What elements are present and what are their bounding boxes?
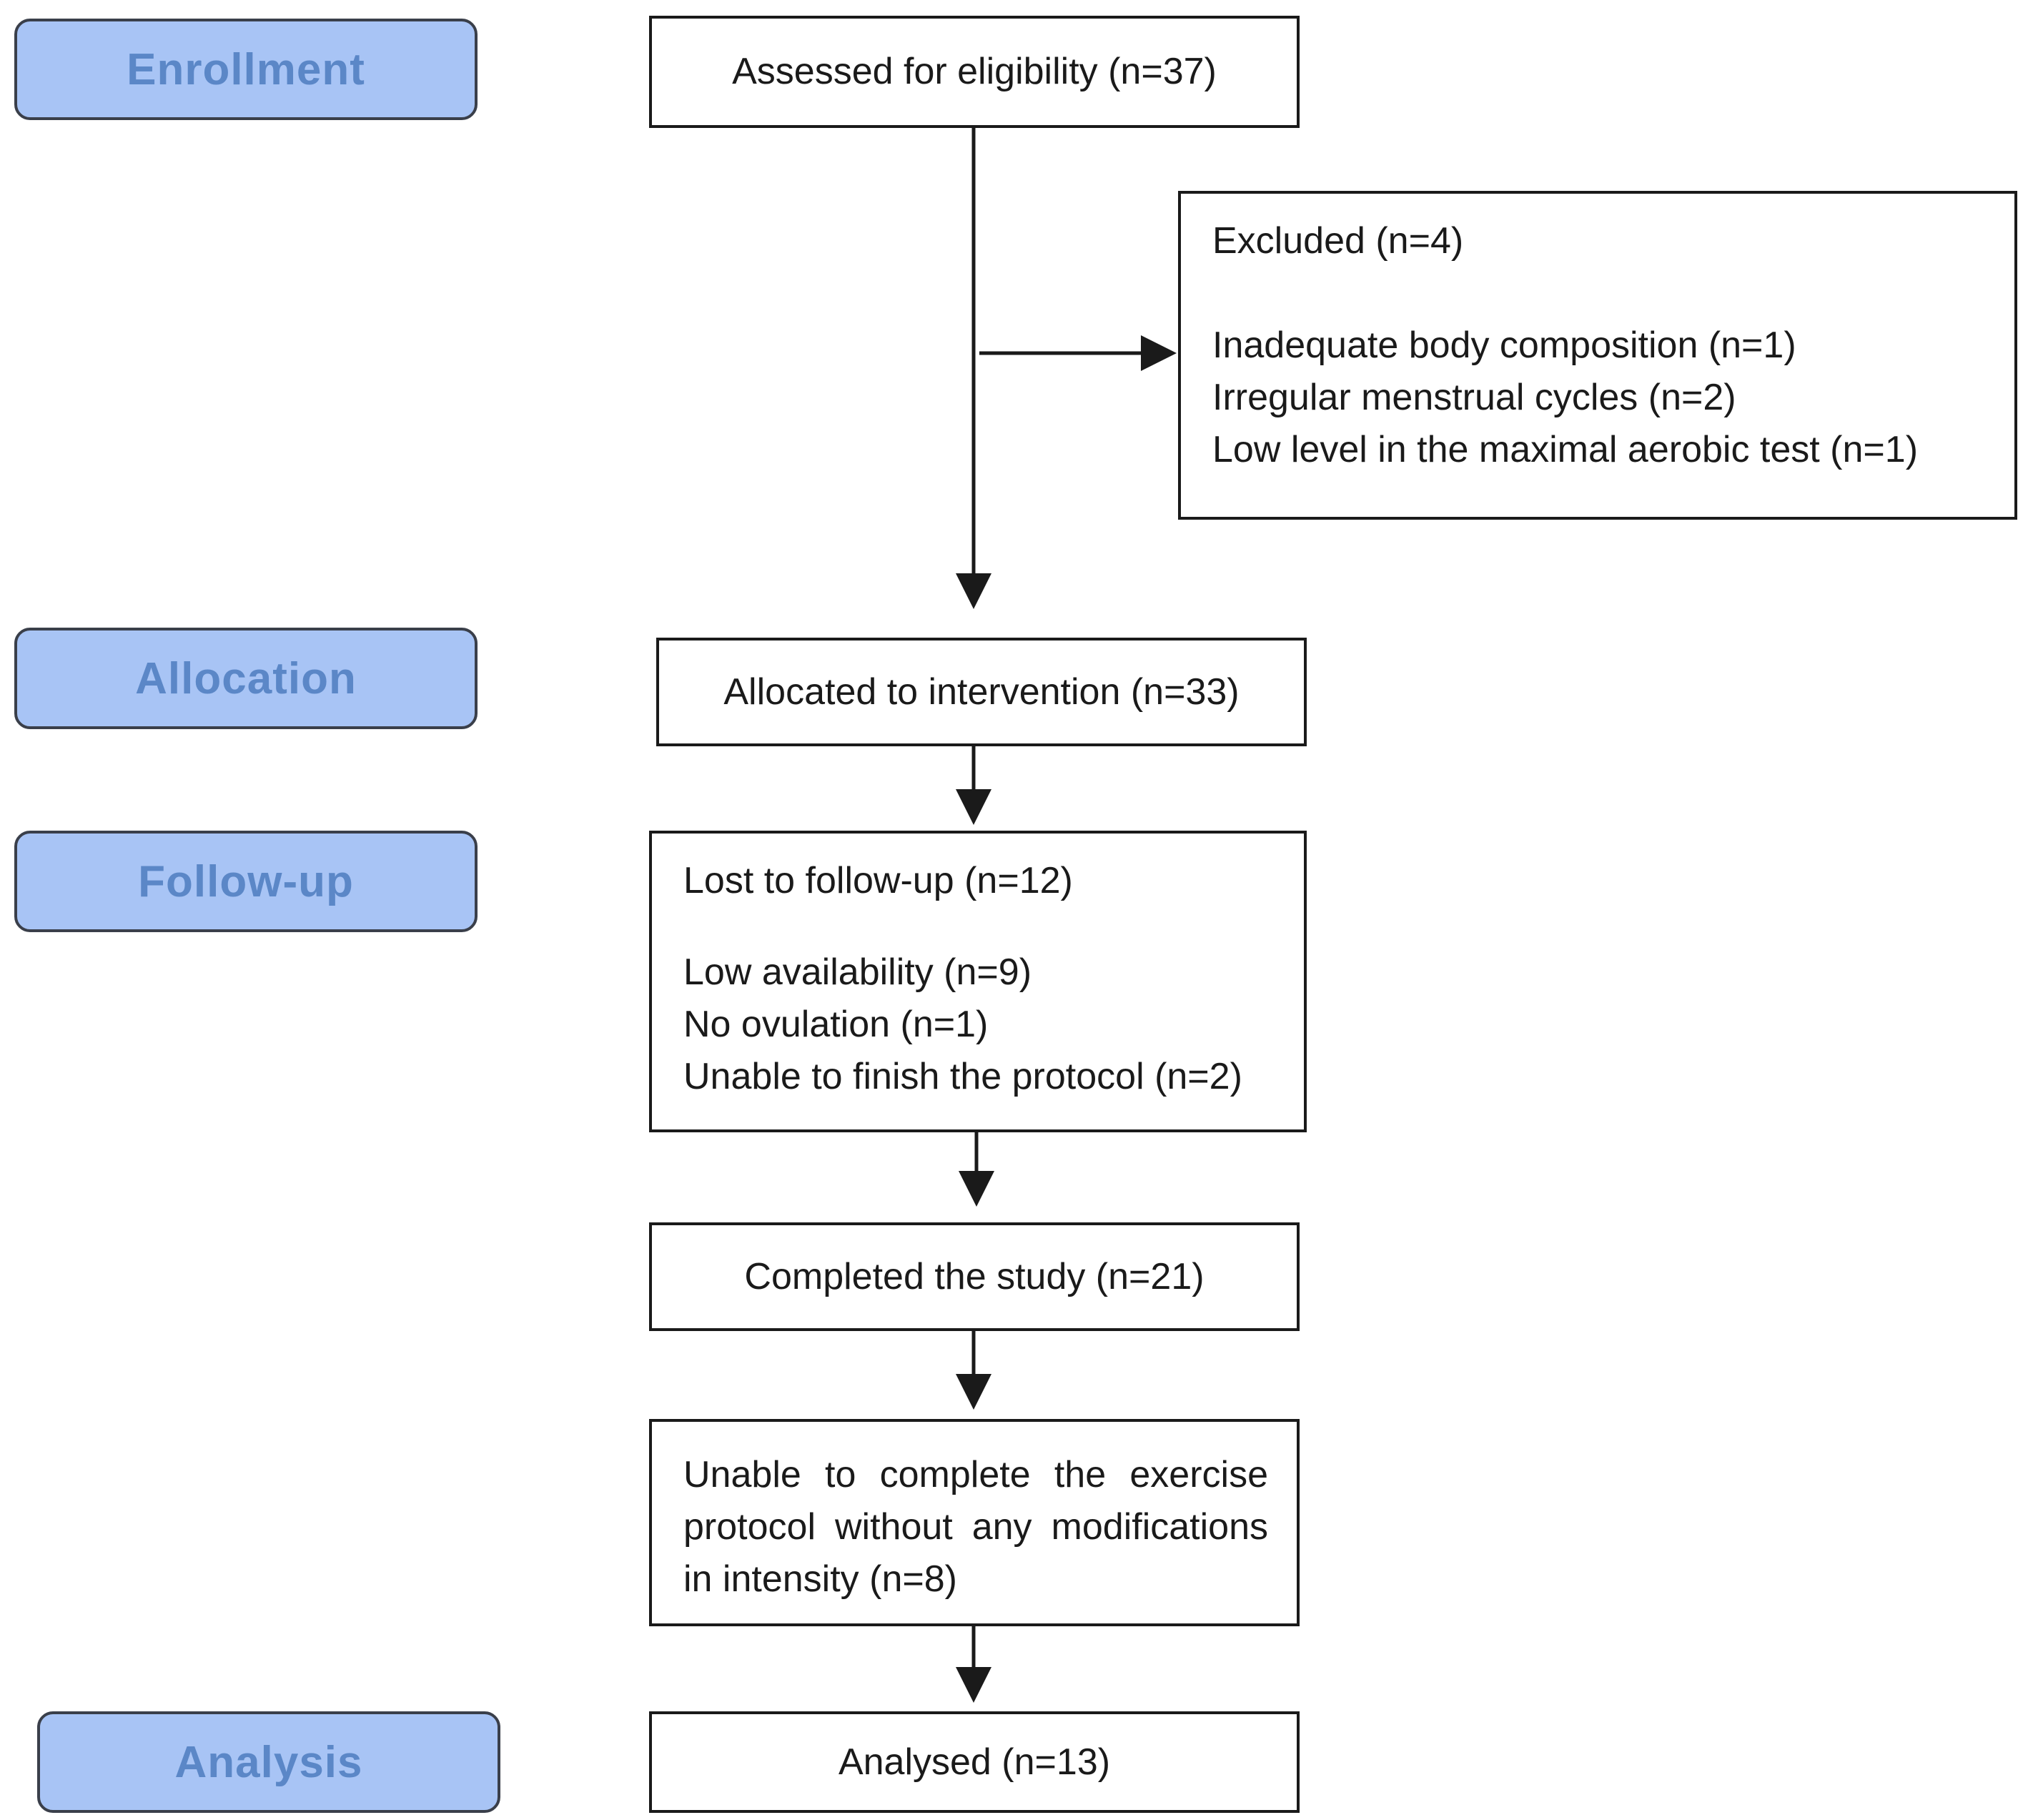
lost-spacer (683, 907, 1275, 946)
lost-item: Low availability (n=9) (683, 951, 1032, 993)
allocated-text: Allocated to intervention (n=33) (723, 671, 1240, 713)
box-unable-complete: Unable to complete the exercise protocol… (649, 1419, 1300, 1626)
analysed-text: Analysed (n=13) (838, 1741, 1111, 1783)
excluded-spacer (1212, 267, 1986, 320)
stage-follow-up: Follow-up (14, 831, 478, 932)
lost-item: Unable to finish the protocol (n=2) (683, 1056, 1242, 1097)
box-completed: Completed the study (n=21) (649, 1222, 1300, 1331)
lost-item: No ovulation (n=1) (683, 1004, 989, 1045)
excluded-title: Excluded (n=4) (1212, 220, 1464, 262)
box-excluded: Excluded (n=4) Inadequate body compositi… (1178, 191, 2017, 520)
completed-text: Completed the study (n=21) (744, 1255, 1205, 1297)
assessed-text: Assessed for eligibility (n=37) (732, 51, 1217, 92)
stage-enrollment: Enrollment (14, 19, 478, 120)
unable-text: Unable to complete the exercise protocol… (683, 1454, 1268, 1600)
stage-analysis: Analysis (37, 1711, 500, 1813)
excluded-item: Irregular menstrual cycles (n=2) (1212, 377, 1736, 418)
lost-title: Lost to follow-up (n=12) (683, 860, 1073, 901)
box-analysed: Analysed (n=13) (649, 1711, 1300, 1813)
box-assessed-eligibility: Assessed for eligibility (n=37) (649, 16, 1300, 128)
stage-allocation: Allocation (14, 628, 478, 729)
excluded-item: Low level in the maximal aerobic test (n… (1212, 429, 1919, 470)
excluded-item: Inadequate body composition (n=1) (1212, 325, 1796, 366)
box-allocated: Allocated to intervention (n=33) (656, 638, 1307, 746)
box-lost-follow-up: Lost to follow-up (n=12) Low availabilit… (649, 831, 1307, 1132)
